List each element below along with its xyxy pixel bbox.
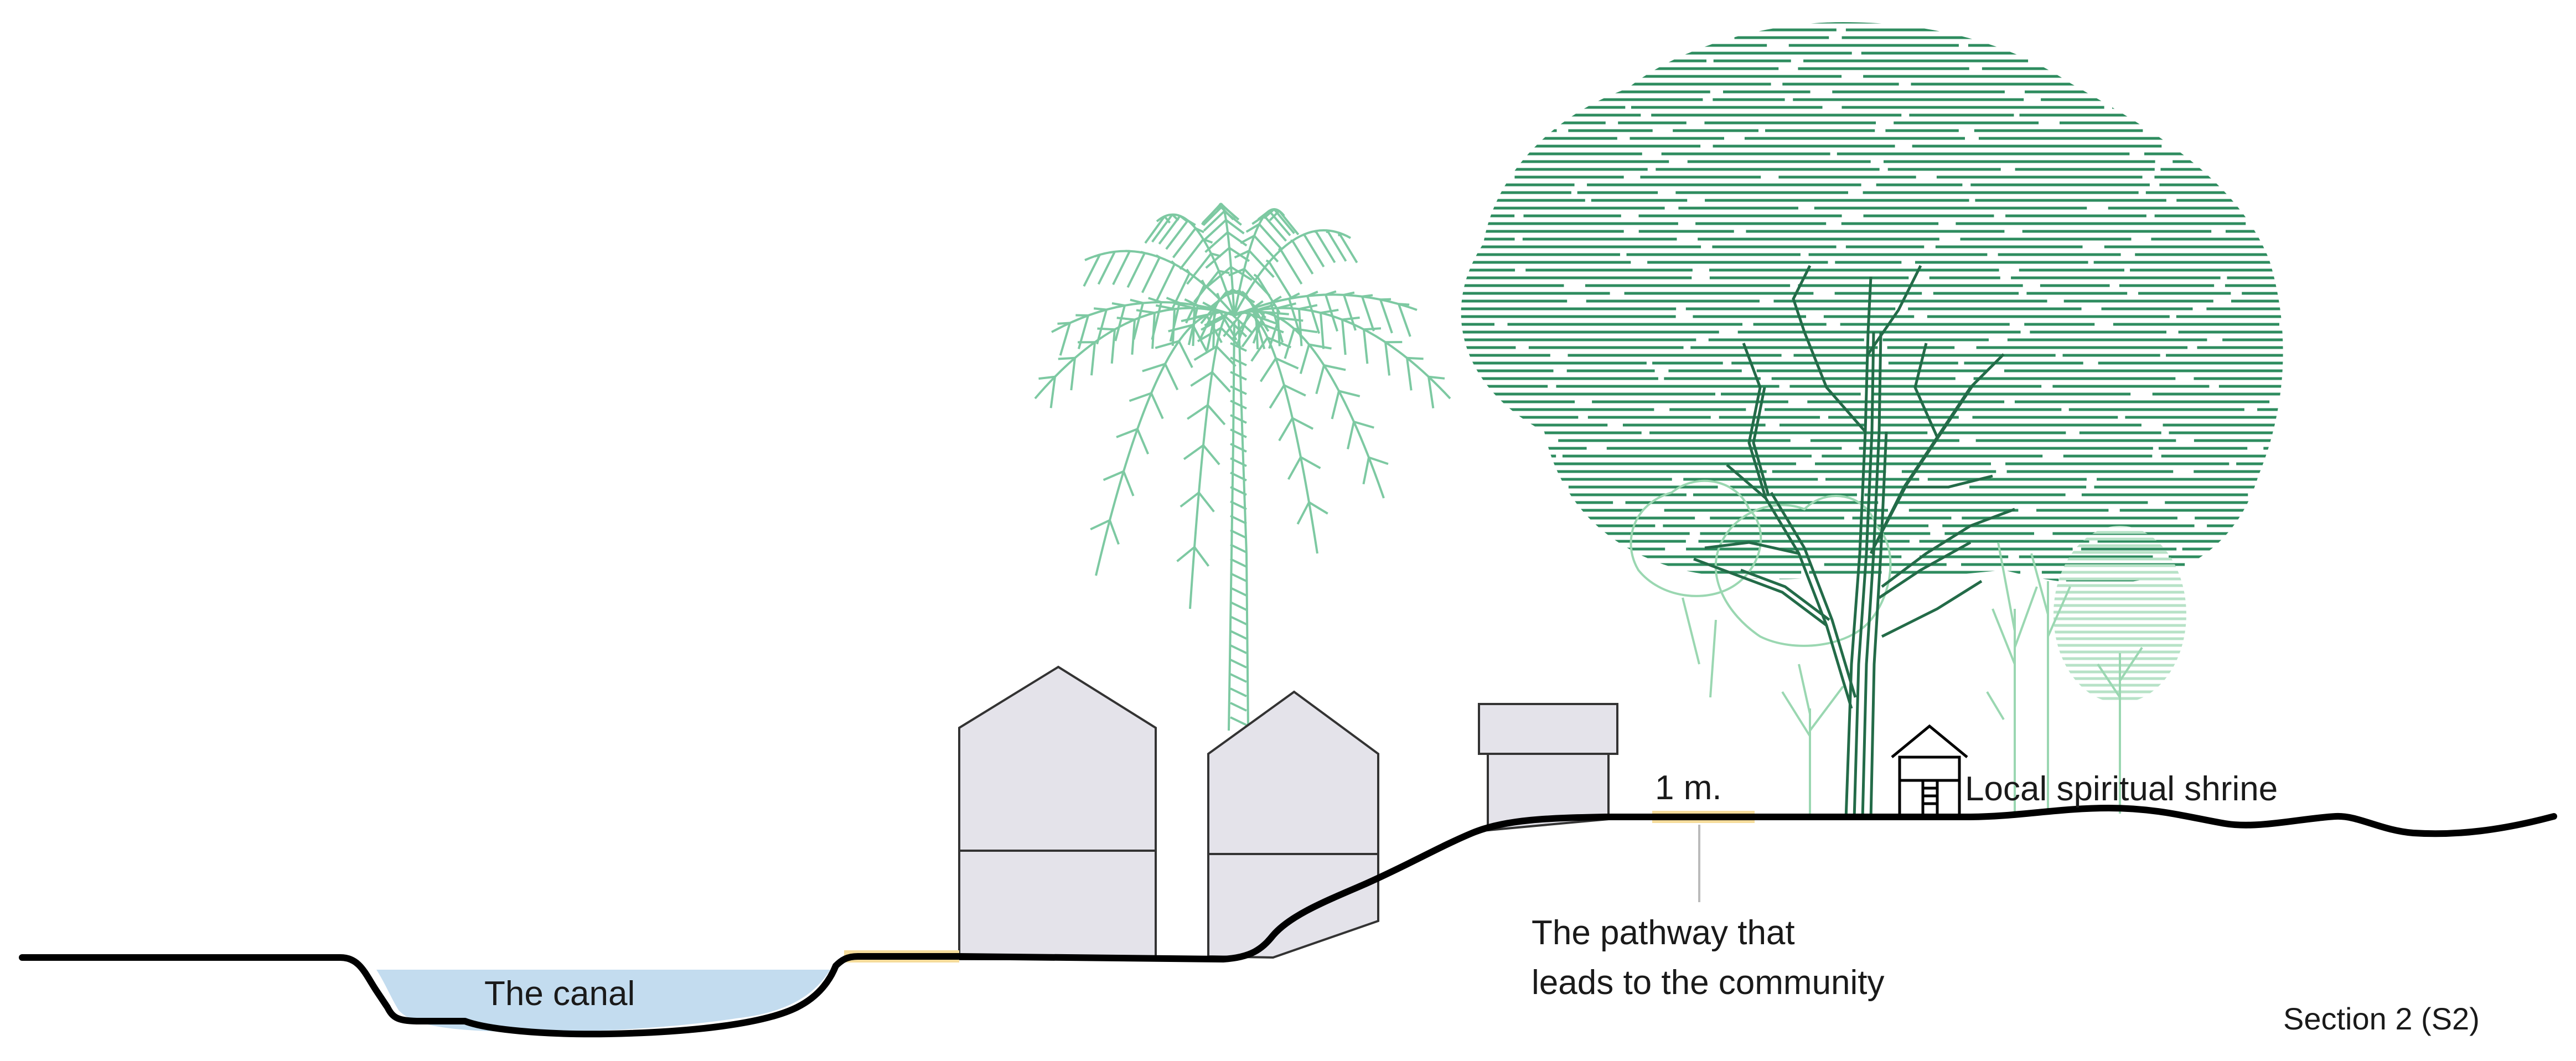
shrine-label: Local spiritual shrine — [1965, 770, 2278, 808]
house-icon — [1479, 704, 1617, 830]
canopy-tree-icon — [1428, 22, 2303, 580]
pathway-label-line1: The pathway that — [1532, 914, 1795, 952]
pathway-label-line2: leads to the community — [1532, 964, 1885, 1002]
section-label: Section 2 (S2) — [2283, 1001, 2480, 1036]
palm-tree-icon — [1035, 204, 1450, 731]
path-width-label: 1 m. — [1655, 769, 1722, 807]
shrine-icon — [1892, 726, 1967, 814]
house-icon — [959, 667, 1156, 959]
canal-label: The canal — [484, 975, 635, 1013]
small-tree-icon — [1631, 481, 2143, 814]
